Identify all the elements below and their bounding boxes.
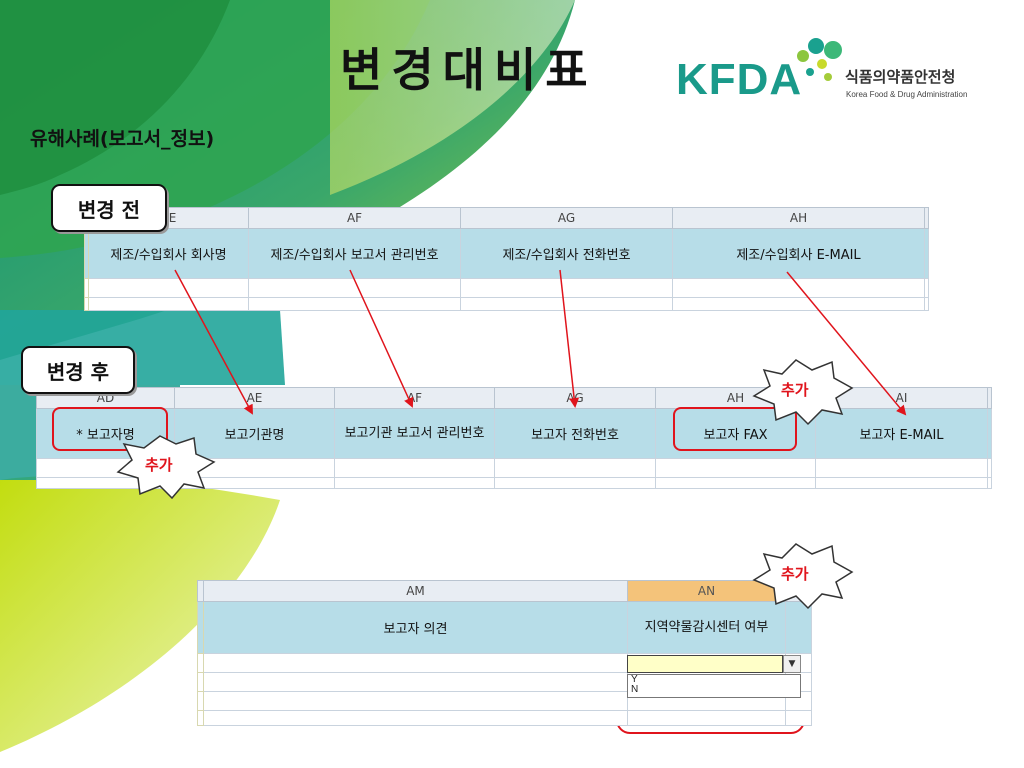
field-regional-monitoring-center[interactable]: 지역약물감시센터 여부 xyxy=(627,601,786,654)
field-company-report-number[interactable]: 제조/수입회사 보고서 관리번호 xyxy=(248,228,461,279)
logo-kfda: KFDA xyxy=(676,55,803,104)
added-callout-monitoring: 추가 xyxy=(781,565,809,583)
field-company-phone[interactable]: 제조/수입회사 전화번호 xyxy=(460,228,673,279)
field-reporter-email[interactable]: 보고자 E-MAIL xyxy=(815,408,988,459)
after-table: AD AE AF AG AH AI * 보고자명 보고기관명 보고기관 보고서 … xyxy=(36,387,992,489)
field-agency-report-number[interactable]: 보고기관 보고서 관리번호 xyxy=(334,408,495,459)
column-header-ai[interactable]: AI xyxy=(815,387,988,409)
logo-name-korean: 식품의약품안전청 xyxy=(845,68,956,86)
column-header-an[interactable]: AN xyxy=(627,580,786,602)
kfda-logo-mark xyxy=(797,38,842,81)
column-header-am[interactable]: AM xyxy=(203,580,628,602)
field-reporter-opinion[interactable]: 보고자 의견 xyxy=(203,601,628,654)
field-company-email[interactable]: 제조/수입회사 E-MAIL xyxy=(672,228,925,279)
data-cell[interactable] xyxy=(174,458,335,478)
dropdown-options-list[interactable]: Y N xyxy=(627,674,801,698)
data-cell[interactable] xyxy=(672,278,925,298)
highlight-reporter-name xyxy=(52,407,168,451)
column-header-ae[interactable]: AE xyxy=(174,387,335,409)
highlight-reporter-fax xyxy=(673,407,797,451)
data-cell[interactable] xyxy=(203,672,628,692)
added-callout-fax: 추가 xyxy=(781,381,809,399)
bottom-table: AM AN 보고자 의견 지역약물감시센터 여부 xyxy=(197,580,812,726)
column-header-af[interactable]: AF xyxy=(334,387,495,409)
data-cell[interactable] xyxy=(815,458,988,478)
added-callout-left: 추가 xyxy=(145,456,173,474)
field-reporting-agency[interactable]: 보고기관명 xyxy=(174,408,335,459)
field-company-name[interactable]: 제조/수입회사 회사명 xyxy=(88,228,249,279)
before-change-label: 변경 전 xyxy=(51,184,167,232)
data-cell[interactable] xyxy=(494,458,656,478)
field-reporter-phone[interactable]: 보고자 전화번호 xyxy=(494,408,656,459)
column-header-ah[interactable]: AH xyxy=(672,207,925,229)
column-header-ag[interactable]: AG xyxy=(494,387,656,409)
after-change-label: 변경 후 xyxy=(21,346,135,394)
logo-name-english: Korea Food & Drug Administration xyxy=(846,90,968,99)
dropdown-option-y[interactable]: Y xyxy=(631,674,638,685)
data-cell[interactable] xyxy=(655,458,816,478)
column-header-ag[interactable]: AG xyxy=(460,207,673,229)
data-cell[interactable] xyxy=(460,278,673,298)
data-cell[interactable] xyxy=(334,458,495,478)
dropdown-option-n[interactable]: N xyxy=(631,684,639,695)
data-cell[interactable] xyxy=(88,278,249,298)
before-table: AE AF AG AH 제조/수입회사 회사명 제조/수입회사 보고서 관리번호… xyxy=(84,207,929,311)
monitoring-center-dropdown[interactable] xyxy=(627,655,783,673)
data-cell[interactable] xyxy=(248,278,461,298)
slide-title: 변경대비표 xyxy=(340,43,597,97)
dropdown-arrow-icon[interactable]: ▼ xyxy=(783,655,801,673)
data-cell[interactable] xyxy=(203,653,628,673)
column-header-af[interactable]: AF xyxy=(248,207,461,229)
data-cell[interactable] xyxy=(203,691,628,711)
section-subtitle: 유해사례(보고서_정보) xyxy=(30,128,215,150)
